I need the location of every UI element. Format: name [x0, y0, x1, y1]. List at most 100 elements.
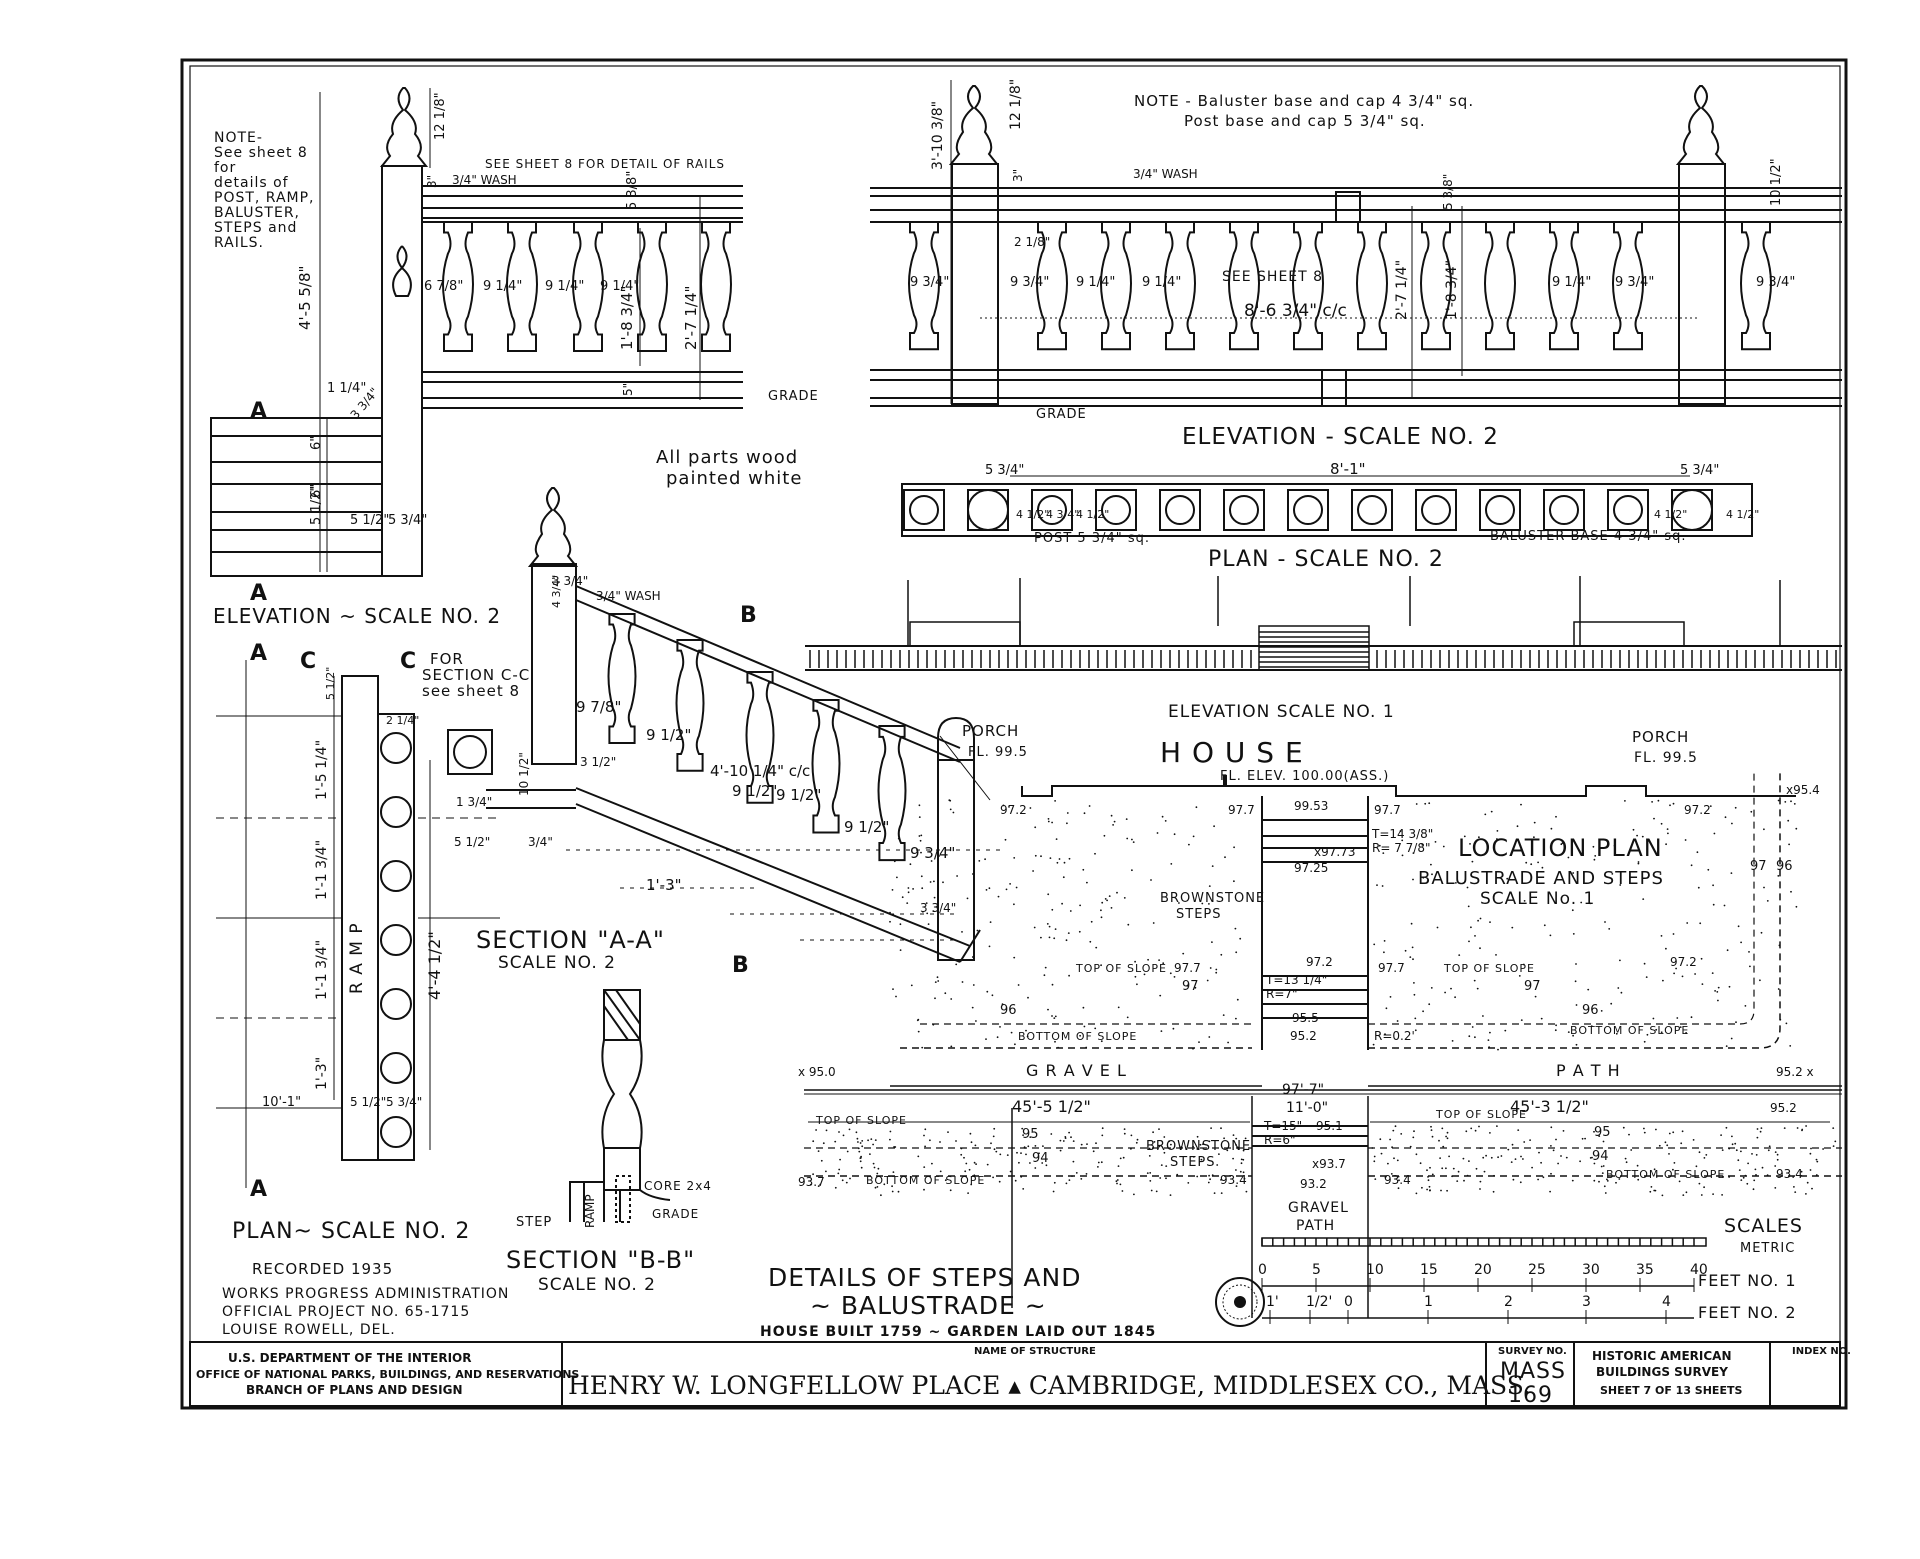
stipple-dot	[1540, 1161, 1542, 1164]
stipple-dot	[1794, 1191, 1797, 1193]
stipple-dot	[1127, 923, 1130, 926]
stipple-dot	[1100, 909, 1102, 912]
baluster-plan	[1037, 495, 1067, 525]
sheet-title: DETAILS OF STEPS AND ~ BALUSTRADE ~ HOUS…	[760, 1263, 1155, 1340]
stipple-dot	[1520, 1019, 1523, 1021]
dim-10-1-2: 10 1/2"	[1769, 158, 1784, 206]
stipple-dot	[1579, 1160, 1581, 1163]
stipple-dot	[1542, 1176, 1545, 1179]
stipple-dot	[1523, 900, 1526, 902]
elev-97-7-b: 97.7	[1374, 803, 1401, 817]
stipple-dot	[990, 1142, 992, 1145]
stipple-dot	[920, 851, 922, 854]
location-plan	[804, 770, 1842, 1318]
stipple-dot	[1755, 1174, 1757, 1176]
stipple-dot	[1162, 962, 1165, 965]
scale2-label: FEET NO. 2	[1698, 1303, 1797, 1322]
stipple-dot	[1774, 1187, 1777, 1189]
stipple-dot	[999, 1026, 1001, 1028]
stipple-dot	[1442, 845, 1445, 848]
stipple-dot	[1672, 802, 1675, 805]
left-elevation	[210, 87, 743, 577]
dim-t13: T=13 1/4"	[1265, 973, 1327, 987]
stipple-dot	[1089, 940, 1092, 943]
stipple-dot	[825, 1129, 828, 1132]
stipple-dot	[1380, 1152, 1383, 1155]
stipple-dot	[1427, 1179, 1430, 1182]
plan-base	[903, 489, 945, 531]
stipple-dot	[1703, 1157, 1706, 1159]
section-marker-a-plan-top: A	[250, 641, 267, 666]
stipple-dot	[1411, 946, 1414, 949]
stipple-dot	[1783, 1127, 1786, 1129]
house-elev-title: ELEVATION SCALE NO. 1	[1168, 702, 1395, 722]
stipple-dot	[1053, 1017, 1056, 1019]
dim-9-3-4-c: 9 3/4"	[1615, 275, 1654, 290]
stipple-dot	[1232, 1157, 1234, 1160]
stipple-dot	[1047, 820, 1050, 823]
stipple-dot	[1747, 1162, 1749, 1165]
stipple-dot	[1034, 854, 1037, 857]
dim-r-0-2: R=0.2'	[1374, 1029, 1415, 1043]
stipple-dot	[1790, 890, 1792, 893]
stipple-dot	[1103, 834, 1106, 837]
stipple-dot	[1220, 1179, 1222, 1181]
stipple-dot	[1373, 943, 1376, 946]
stipple-dot	[986, 1163, 989, 1166]
stipple-dot	[1470, 1127, 1473, 1130]
section-aa	[486, 487, 1000, 963]
stipple-dot	[1222, 1014, 1225, 1016]
habs-1: HISTORIC AMERICAN	[1592, 1349, 1732, 1363]
section-aa-scale: SCALE NO. 2	[498, 953, 616, 973]
elev-93-4-b: 93.4	[1384, 1173, 1411, 1187]
stipple-dot	[1520, 803, 1522, 806]
elev-93-7: 93.7	[798, 1175, 825, 1189]
stipple-dot	[1131, 838, 1133, 841]
stipple-dot	[1695, 1165, 1698, 1168]
scales-title: SCALES	[1724, 1215, 1803, 1237]
stipple-dot	[1793, 1186, 1795, 1188]
stipple-dot	[1049, 857, 1052, 859]
stipple-dot	[809, 1183, 812, 1186]
section-marker-b-bottom: B	[732, 953, 749, 978]
stipple-dot	[1471, 860, 1474, 863]
stipple-dot	[919, 839, 922, 842]
stipple-dot	[1580, 901, 1583, 904]
elev-93-7x: x93.7	[1312, 1157, 1346, 1171]
stipple-dot	[1788, 843, 1790, 846]
dim-12-1-8: 12 1/8"	[433, 92, 448, 140]
stipple-dot	[925, 902, 928, 904]
stipple-dot	[1660, 935, 1663, 937]
stipple-dot	[1161, 815, 1164, 818]
dim-3-3-4-aa-b: 3 3/4"	[920, 901, 956, 915]
stipple-dot	[1731, 822, 1733, 825]
dim-5-left: 5"	[621, 383, 635, 396]
stipple-dot	[1068, 1179, 1071, 1181]
stipple-dot	[1193, 1156, 1195, 1158]
stipple-dot	[1538, 1151, 1540, 1154]
stipple-dot	[1658, 1144, 1661, 1147]
stipple-dot	[960, 1153, 963, 1156]
stipple-dot	[1763, 886, 1765, 889]
for-section-2: SECTION C-C	[422, 666, 530, 684]
dim-5-3-4-plan-b: 5 3/4"	[1680, 463, 1719, 478]
stipple-dot	[1790, 800, 1792, 803]
stipple-dot	[1075, 1172, 1078, 1174]
left-note-line: RAILS.	[214, 235, 264, 251]
stipple-dot	[1662, 979, 1664, 982]
stipple-dot	[1005, 888, 1008, 891]
stipple-dot	[1045, 1164, 1048, 1167]
stipple-dot	[964, 1170, 967, 1173]
gravel-path-1: GRAVEL	[1288, 1200, 1349, 1216]
baluster	[1740, 221, 1772, 351]
stipple-dot	[1123, 1132, 1126, 1135]
stipple-dot	[1679, 1026, 1682, 1028]
stipple-dot	[1525, 861, 1528, 864]
elev-95-left: 95	[1022, 1127, 1039, 1142]
stipple-dot	[1809, 1152, 1812, 1155]
stipple-dot	[970, 1183, 973, 1186]
stipple-dot	[1696, 851, 1699, 854]
stipple-dot	[1434, 841, 1437, 843]
stipple-dot	[1549, 934, 1552, 937]
